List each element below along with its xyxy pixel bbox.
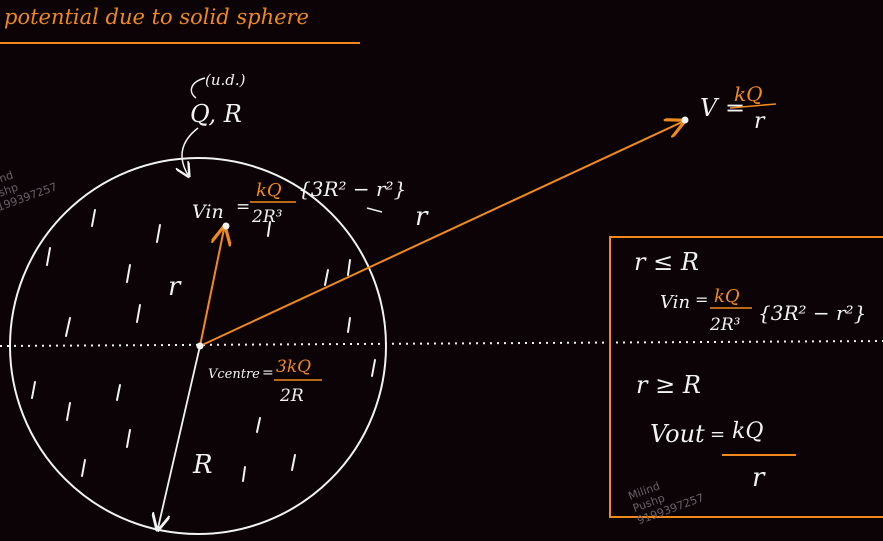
vin-den: 2R³ [251,207,283,227]
vpoint-num: kQ [734,82,763,106]
centre-point [196,342,204,350]
outer-distance-arrow [199,122,682,347]
vin-num: kQ [256,180,282,201]
radius-label: R [192,450,213,480]
page-title: potential due to solid sphere [4,5,309,29]
box-vin-lhs: Vin [660,292,690,313]
outer-point [681,116,689,124]
horizontal-axis [0,340,883,347]
charge-radius-label: Q, R [190,100,242,128]
vin-lhs: Vin [192,201,224,223]
summary-box [609,236,883,518]
charge-pointer-arrow [182,127,199,175]
inner-r-label: r [168,272,182,302]
box-vin-bracket: {3R² − r²} [758,301,866,325]
vpoint-den: r [754,109,766,134]
watermark-right: Milind Pushp 9199397257 [627,479,706,527]
vcentre-eq: = [262,365,274,381]
vcentre-num: 3kQ [276,357,311,377]
box-vin-eq: = [695,290,708,309]
box-vin-num: kQ [714,286,740,307]
box-vout-eq: = [710,424,725,445]
inner-radius-arrow [199,229,224,347]
vin-eq: = [236,197,250,217]
box-vout-den: r [752,463,766,493]
vin-minus-underline [366,207,383,213]
radius-arrow [158,345,201,528]
watermark-left: Milind Pushp 9199397257 [0,169,59,217]
box-condition-outside: r ≥ R [636,371,701,399]
box-vin-den: 2R³ [709,315,741,335]
vin-bracket: {3R² − r²} [298,177,406,201]
uniform-density-label: (u.d.) [205,71,246,89]
box-vout-num: kQ [732,419,763,444]
vcentre-den: 2R [279,386,304,406]
charge-marks [31,209,376,482]
ud-connector [190,77,206,99]
box-condition-inside: r ≤ R [634,248,699,276]
vpoint-fraction-bar [729,103,777,109]
vcentre-lhs: Vcentre [208,367,260,382]
box-vout-lhs: Vout [650,420,705,448]
inner-point [222,222,230,230]
outer-r-label: r [415,202,429,232]
solid-sphere [9,157,387,535]
